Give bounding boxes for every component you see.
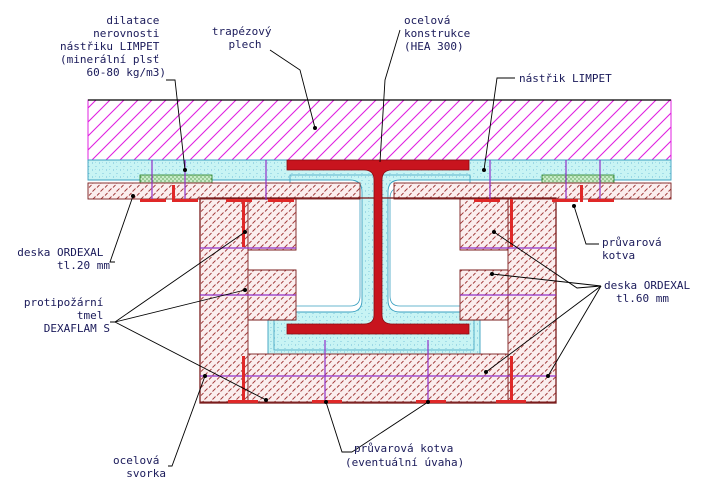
label-ocelova-konstrukce: ocelová konstrukce (HEA 300) — [404, 14, 477, 53]
label-pruvarova-kotva-bottom: průvarová kotva (eventuální úvaha) — [345, 442, 464, 469]
weld-plates — [140, 185, 614, 403]
label-ocelova-svorka: ocelová svorka — [113, 454, 166, 480]
label-deska-60: deska ORDEXAL tl.60 mm — [604, 279, 697, 305]
ordexal-60-right-column — [507, 198, 557, 403]
mineral-wool-strip-right — [541, 174, 615, 184]
mineral-wool-strip-left — [139, 174, 213, 184]
slab-hatched — [87, 99, 672, 161]
label-protipozarni-tmel: protipožární tmel DEXAFLAM S — [24, 296, 110, 335]
label-deska-20: deska ORDEXAL tl.20 mm — [17, 246, 110, 272]
label-trapezovy-plech: trapézový plech — [212, 25, 278, 51]
ordexal-20-left — [87, 182, 361, 200]
label-nastrik-limpet: nástřik LIMPET — [519, 72, 612, 85]
ordexal-60-bottom — [247, 353, 509, 403]
hea300-steel-beam — [286, 159, 470, 335]
anchor-pins — [151, 160, 601, 402]
label-dilatace: dilatace nerovnosti nástřiku LIMPET (min… — [60, 14, 166, 79]
label-pruvarova-kotva-right: průvarová kotva — [602, 236, 668, 262]
ordexal-20-right — [393, 182, 672, 200]
ordexal-60-left-column — [199, 198, 249, 403]
leader-lines — [109, 29, 602, 467]
